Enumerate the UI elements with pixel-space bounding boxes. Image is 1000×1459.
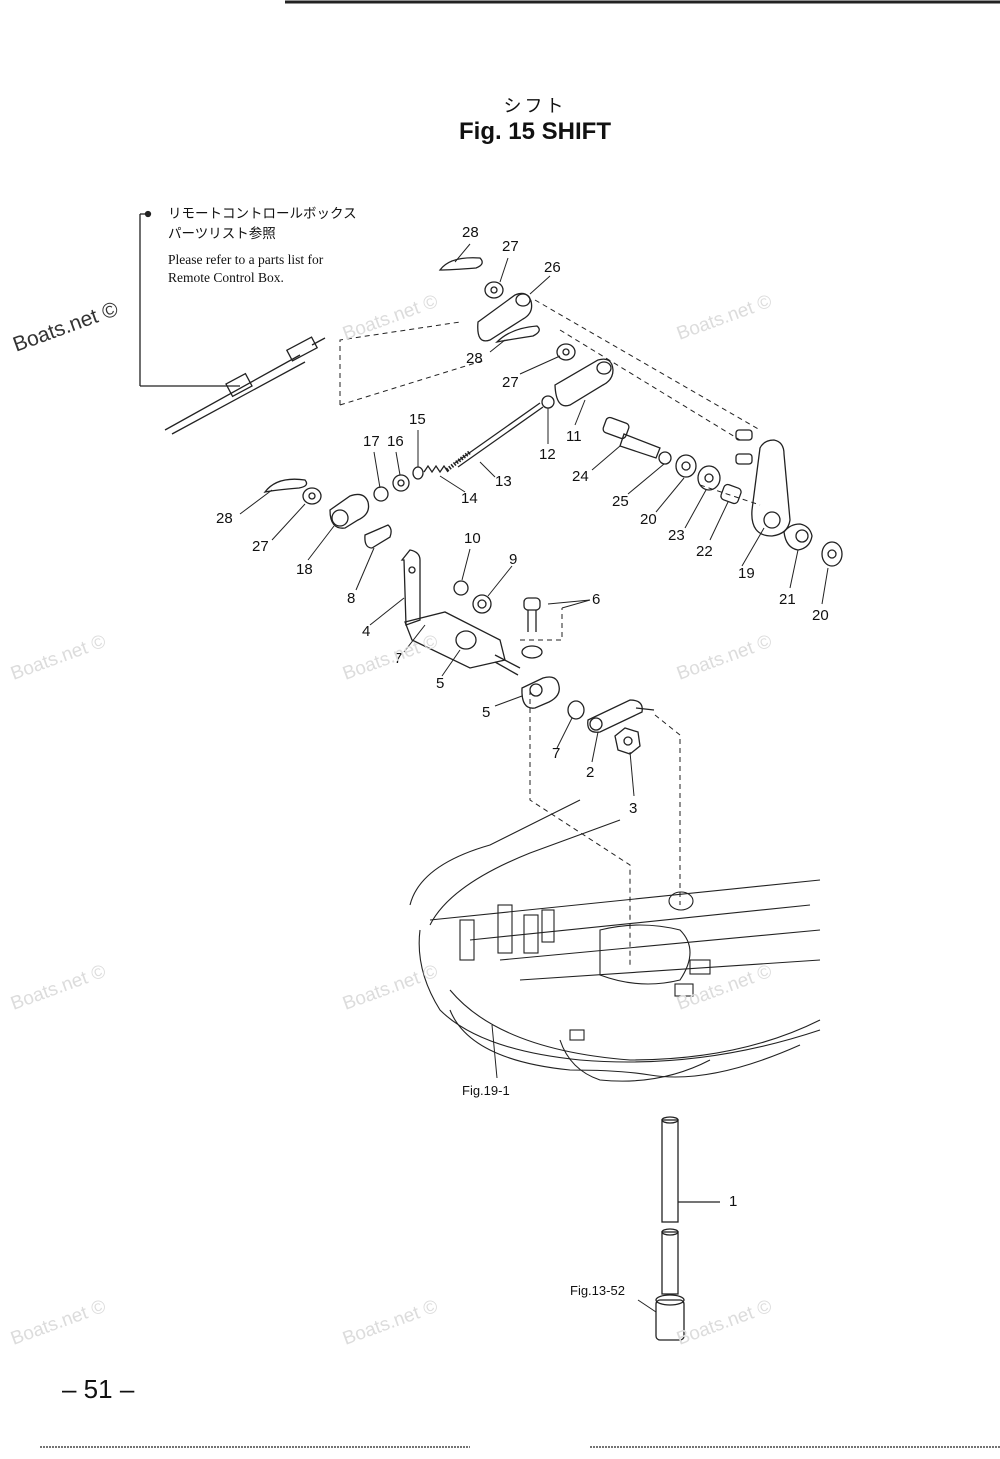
part-20: 20 <box>640 511 657 528</box>
figure-title: Fig. 15 SHIFT <box>458 118 611 145</box>
title-japanese: シフト <box>503 96 567 116</box>
part-3: 3 <box>629 800 638 817</box>
page-number: – 51 – <box>62 1374 135 1404</box>
part-5: 5 <box>482 704 491 721</box>
part-4: 4 <box>362 623 371 640</box>
part-10: 10 <box>464 530 481 547</box>
note-jp-line2: パーツリスト参照 <box>168 226 276 241</box>
part-20: 20 <box>812 607 829 624</box>
part-24: 24 <box>572 468 589 485</box>
fig-ref-19-1: Fig.19-1 <box>462 1083 510 1098</box>
part-19: 19 <box>738 565 755 582</box>
part-28: 28 <box>466 350 483 367</box>
part-22: 22 <box>696 543 713 560</box>
part-16: 16 <box>387 433 404 450</box>
part-27: 27 <box>502 238 519 255</box>
part-12: 12 <box>539 446 556 463</box>
part-11: 11 <box>566 428 582 445</box>
part-26: 26 <box>544 259 561 276</box>
shift-rod <box>655 1116 685 1341</box>
part-7: 7 <box>552 745 561 762</box>
part-15: 15 <box>409 411 426 428</box>
part-17: 17 <box>363 433 380 450</box>
part-5: 5 <box>436 675 445 692</box>
note-jp-line1: リモートコントロールボックス <box>168 206 357 221</box>
part-28: 28 <box>216 510 233 527</box>
part-27: 27 <box>502 374 519 391</box>
part-14: 14 <box>461 490 478 507</box>
part-7: 7 <box>394 650 403 667</box>
part-2: 2 <box>586 764 595 781</box>
fig-ref-13-52: Fig.13-52 <box>570 1283 625 1298</box>
part-1: 1 <box>729 1193 738 1210</box>
note-en-line1: Please refer to a parts list for <box>168 252 324 267</box>
remote-cable <box>164 336 326 435</box>
part-27: 27 <box>252 538 269 555</box>
engine-housing <box>409 799 821 1082</box>
part-23: 23 <box>668 527 685 544</box>
part-21: 21 <box>779 591 796 608</box>
part-6: 6 <box>592 591 601 608</box>
part-18: 18 <box>296 561 313 578</box>
part-28: 28 <box>462 224 479 241</box>
part-13: 13 <box>495 473 512 490</box>
note-en-line2: Remote Control Box. <box>168 270 284 285</box>
part-25: 25 <box>612 493 629 510</box>
part-8: 8 <box>347 590 356 607</box>
part-9: 9 <box>509 551 518 568</box>
